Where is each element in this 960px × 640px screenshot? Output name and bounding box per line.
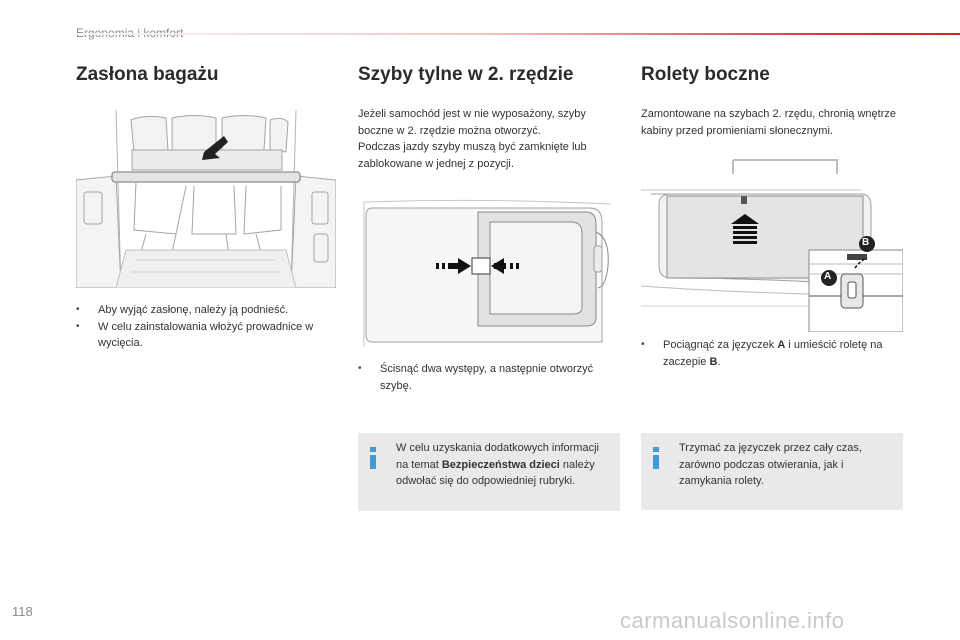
rear-windows-intro: Jeżeli samochód jest w nie wyposażony, s…	[358, 108, 586, 137]
list-item: •Pociągnąć za języczek A i umieścić role…	[641, 339, 883, 368]
heading-luggage-cover: Zasłona bagażu	[76, 64, 219, 85]
column-luggage-cover: Zasłona bagażu	[76, 60, 338, 90]
info-icon	[651, 447, 661, 469]
rear-windows-intro-2: Podczas jazdy szyby muszą być zamknięte …	[358, 141, 587, 170]
column-rear-windows: Szyby tylne w 2. rzędzie Jeżeli samochód…	[358, 60, 620, 172]
bullet-icon: •	[76, 320, 80, 332]
bullet-icon: •	[358, 363, 362, 374]
rear-window-illustration	[358, 196, 620, 356]
luggage-cover-illustration	[76, 110, 336, 288]
child-safety-reference: Bezpieczeństwa dzieci	[441, 458, 560, 471]
info-box-blind-handling: Trzymać za języczek przez cały czas, zar…	[641, 433, 903, 510]
list-item: •Aby wyjąć zasłonę, należy ją podnieść.	[76, 302, 338, 319]
info-box-child-safety: W celu uzyskania dodatkowych informacji …	[358, 433, 620, 511]
rear-windows-instructions: •Ścisnąć dwa występy, a następnie otworz…	[358, 361, 620, 394]
side-blind-illustration: A B	[641, 156, 903, 332]
heading-rear-windows: Szyby tylne w 2. rzędzie	[358, 64, 574, 85]
side-blinds-intro: Zamontowane na szybach 2. rzędu, chronią…	[641, 108, 896, 137]
watermark: carmanualsonline.info	[620, 608, 845, 633]
list-item: •W celu zainstalowania włożyć prowadnice…	[76, 320, 314, 350]
label-b: B	[862, 237, 870, 248]
side-blinds-instructions: •Pociągnąć za języczek A i umieścić role…	[641, 337, 903, 370]
column-side-blinds: Rolety boczne Zamontowane na szybach 2. …	[641, 60, 903, 139]
label-a: A	[824, 271, 832, 282]
luggage-cover-instructions: •Aby wyjąć zasłonę, należy ją podnieść. …	[76, 302, 338, 352]
info-icon	[368, 447, 378, 469]
heading-side-blinds: Rolety boczne	[641, 64, 770, 85]
page-number: 118	[12, 604, 33, 619]
bullet-icon: •	[641, 339, 645, 350]
header-divider	[76, 33, 960, 35]
list-item: •Ścisnąć dwa występy, a następnie otworz…	[358, 363, 594, 392]
bullet-icon: •	[76, 304, 80, 315]
